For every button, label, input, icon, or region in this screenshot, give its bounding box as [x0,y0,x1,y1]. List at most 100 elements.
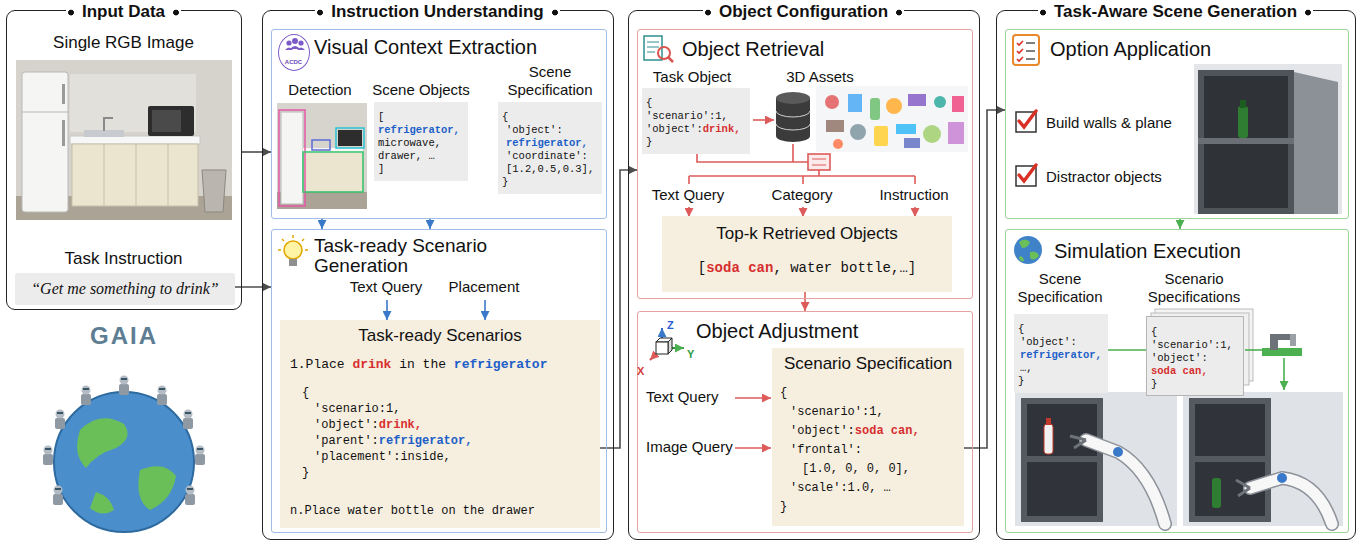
text: Input Data [82,2,165,21]
text: [ [698,260,706,276]
text-line: } [1018,375,1024,388]
simulation-image [1204,76,1288,138]
text-line: Y [687,348,694,361]
text: 'scenario':1, [1151,339,1233,351]
text: 'scenario':1, [790,405,884,419]
globe-illustration [56,410,65,419]
text-line: GAIA [90,322,158,350]
icon-circle: ACDC [278,34,310,71]
assets-image [816,86,968,152]
text: Simulation Execution [1054,240,1241,262]
text-line: Distractor objects [1046,168,1162,186]
simulation-frame [1021,398,1103,522]
retrieval-icon [647,42,659,52]
text: } [646,136,652,148]
assets-image [874,126,888,146]
text: drink [352,357,391,372]
simulation-image [1198,70,1294,214]
text-row: 'scenario':1, [1151,334,1233,352]
globe-illustration [183,410,193,430]
simulation-frame [1250,478,1332,524]
text: GAIA [90,322,158,349]
simulation-image [1240,100,1246,108]
connector [321,219,323,229]
text-line: 1.Placedrinkin therefrigerator [290,356,547,373]
globe-illustration [119,376,129,396]
text-line: [ [378,111,384,124]
text-line: Text Query [350,278,423,296]
simulation-image [1204,144,1288,208]
robot-icon [1245,334,1302,390]
simulation-frame [1015,392,1177,526]
detection-image [304,153,362,191]
query-arrows [735,398,771,448]
input-arrows [387,300,485,320]
text: } [502,176,508,188]
text: soda can [706,260,773,276]
text: { [302,386,309,400]
detection-image [277,103,367,209]
text: Text Query [646,388,719,405]
text: n.Place water bottle on the drawer [290,504,535,518]
text-row: { [780,382,787,401]
globe-illustration [120,376,129,385]
globe-illustration [157,394,167,405]
text: } [1018,375,1024,387]
text-row: refrigerator, [1020,344,1102,362]
globe-illustration [81,394,91,405]
text: Placement [449,278,520,295]
text-row: [ [378,106,384,124]
kitchen-photo [104,118,113,131]
text: { [502,111,508,123]
text-line: { [646,97,652,110]
globe-illustration [54,486,63,495]
kitchen-photo [104,144,105,206]
panel: Object ConfigurationObject RetrievalTask… [628,10,980,540]
text: Instruction [879,186,948,203]
module-box: Task-ready Scenario GenerationText Query… [271,229,607,533]
globe-icon [1014,236,1042,264]
simulation-frame [1183,392,1343,526]
text-line: 'object':drink, [646,123,741,136]
text-row: [1.0, 0, 0, 0], [802,458,910,477]
retrieval-flow [689,175,915,177]
connector [964,110,1005,448]
text-line: [1.0, 0, 0, 0], [802,461,910,477]
text-line: } [780,499,787,515]
globe-illustration [197,448,203,450]
text: Category [772,186,833,203]
text-line: refrigerator, [1020,349,1102,362]
scenario-box: Task-ready Scenarios1.Placedrinkin there… [280,320,600,528]
text-row: Task Instruction [7,249,240,269]
simulation-frame [1027,462,1097,516]
assets-image [825,95,839,109]
text-line: } [1151,378,1157,391]
globe-illustration [45,448,51,450]
globe-illustration [196,446,205,455]
text-row: { [302,382,309,401]
text-row: { [1018,318,1024,336]
text: “Get me something to drink” [31,280,219,297]
globe-illustration [159,388,165,390]
text: 'object': [506,124,563,136]
text-row: Visual Context Extraction [314,36,537,59]
text-row: Y [687,344,694,362]
input-arrows [484,300,486,320]
text-row: …, [1020,357,1033,375]
text: refrigerator, [378,124,460,136]
globe-illustration [119,384,129,395]
code-box: {'object':refrigerator,'coordinate':[1.2… [498,102,602,194]
text-row: 'scale':1.0, … [790,477,891,496]
code-box: {'scenario':1,'object':drink,} [642,88,750,154]
text: 'coordinate': [506,150,588,162]
kitchen-photo [16,60,232,220]
simulation-image [1198,138,1294,144]
simulation-frame [1086,440,1165,524]
text-line: …, [1020,362,1033,375]
query-arrows [735,397,771,399]
lightbulb-icon [278,235,308,250]
text-row: Scene Objects [370,81,472,99]
detection-image [279,110,364,206]
checklist-icon [1026,43,1035,59]
